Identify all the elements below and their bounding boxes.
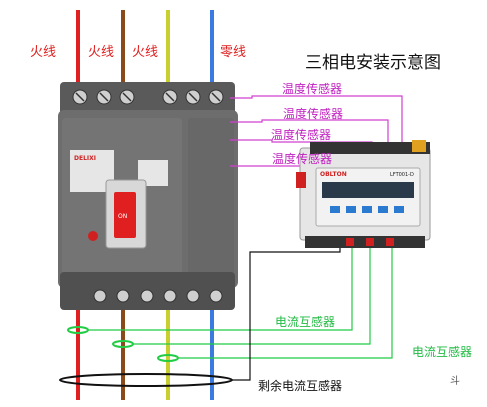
residual-ct-ring (59, 373, 233, 387)
wire-label-neutral: 零线 (220, 45, 246, 60)
device-bottom-terminals (305, 236, 425, 248)
device-top-terminals (310, 142, 430, 154)
temp-sensor-label-1: 温度传感器 (282, 81, 342, 96)
device-button-2[interactable] (346, 206, 356, 213)
device-model: LFT001-D (390, 172, 414, 178)
device-button-4[interactable] (378, 206, 388, 213)
breaker-handle[interactable] (114, 192, 136, 238)
device-button-5[interactable] (394, 206, 404, 213)
ct-lines (88, 246, 393, 359)
temp-sensor-label-4: 温度传感器 (272, 151, 332, 166)
temp-sensor-label-2: 温度传感器 (283, 106, 343, 121)
residual-ct-line (232, 246, 341, 381)
circuit-breaker: DELIXI ON (58, 82, 238, 310)
wire-label-l3: 火线 (132, 45, 158, 60)
ct-label-2: 电流互感器 (412, 344, 472, 359)
device-button-3[interactable] (362, 206, 372, 213)
bottom-screws (93, 289, 223, 303)
test-button[interactable] (88, 231, 98, 241)
wire-label-l2: 火线 (88, 45, 114, 60)
device-brand: OBLTON (320, 171, 347, 178)
ct-rings (59, 326, 233, 387)
ct-label-1: 电流互感器 (275, 314, 335, 329)
breaker-aux-module (188, 118, 234, 278)
residual-ct-label: 剩余电流互感器 (258, 378, 342, 393)
wire-label-l1: 火线 (30, 45, 56, 60)
diagram-title: 三相电安装示意图 (305, 53, 441, 73)
phase-wires (76, 10, 214, 400)
top-screws (72, 89, 224, 105)
temp-sensor-label-3: 温度传感器 (271, 127, 331, 142)
handle-label: ON (118, 213, 127, 220)
monitor-device: OBLTON LFT001-D (296, 140, 431, 248)
watermark: 斗 (450, 375, 460, 387)
brand-text: DELIXI (74, 155, 96, 162)
device-display (322, 182, 414, 198)
device-side-connector (296, 172, 306, 188)
device-button-1[interactable] (330, 206, 340, 213)
